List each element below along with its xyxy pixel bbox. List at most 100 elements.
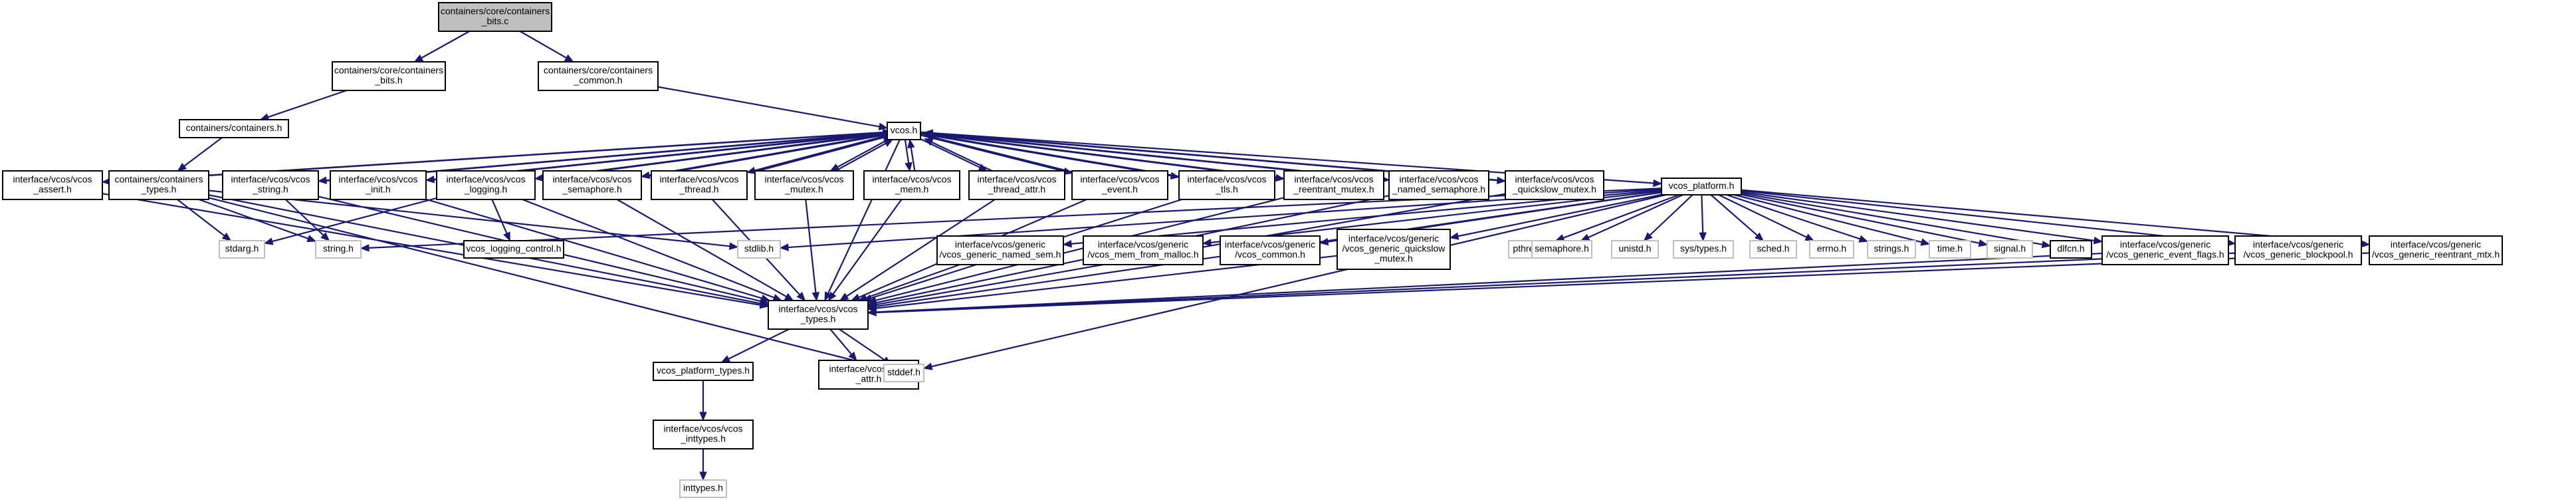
node-platform-h[interactable]: vcos_platform.h [1661, 178, 1742, 195]
node-thread-h[interactable]: interface/vcos/vcos_thread.h [651, 170, 748, 200]
node-common-h[interactable]: containers/core/containers_common.h [538, 61, 659, 91]
node-label: interface/vcos/vcos [1515, 174, 1594, 185]
node-containers-h[interactable]: containers/containers.h [179, 119, 289, 138]
node-init-h[interactable]: interface/vcos/vcos_init.h [330, 170, 427, 200]
node-label: signal.h [1994, 243, 2026, 254]
node-label: interface/vcos/generic [955, 239, 1045, 250]
edge-common_h-to-vcos_h [657, 86, 889, 130]
edge-types_h-to-platform_types_h [720, 328, 790, 363]
node-label: /vcos_generic_blockpool.h [2244, 249, 2353, 260]
node-label: interface/vcos/generic [2253, 239, 2343, 250]
node-gen-named-sem-h[interactable]: interface/vcos/generic/vcos_generic_name… [936, 235, 1064, 265]
node-vcos-h[interactable]: vcos.h [887, 122, 921, 140]
node-strings-h: strings.h [1867, 240, 1916, 259]
edge-root-to-bits_h [413, 31, 470, 62]
node-reentrant-h[interactable]: interface/vcos/vcos_reentrant_mutex.h [1283, 170, 1384, 200]
node-gen-quickslow-h[interactable]: interface/vcos/generic/vcos_generic_quic… [1337, 229, 1451, 270]
node-thread-attr-h[interactable]: interface/vcos/vcos_thread_attr.h [968, 170, 1065, 200]
node-label: interface/vcos/vcos [13, 174, 92, 185]
node-label: interface/vcos/vcos [663, 424, 742, 434]
node-label: _quickslow_mutex.h [1512, 184, 1596, 195]
node-label: unistd.h [1618, 243, 1651, 254]
node-tls-h[interactable]: interface/vcos/vcos_tls.h [1178, 170, 1275, 200]
node-ctypes-h[interactable]: containers/containers_types.h [108, 170, 209, 200]
edge-vcos_h-to-types_h [824, 139, 901, 302]
node-event-h[interactable]: interface/vcos/vcos_event.h [1071, 170, 1168, 200]
node-logging-control-h[interactable]: vcos_logging_control.h [463, 240, 564, 259]
node-label: sys/types.h [1680, 243, 1727, 254]
node-label: _string.h [252, 184, 288, 195]
edge-platform_h-to-signal_h [1741, 193, 1988, 247]
node-label: _named_semaphore.h [1392, 184, 1485, 195]
node-label: /vcos_generic_quickslow [1342, 243, 1446, 254]
node-gen-common-h[interactable]: interface/vcos/generic/vcos_common.h [1220, 235, 1321, 265]
node-label: containers/core/containers [441, 6, 550, 17]
node-label: strings.h [1874, 243, 1909, 254]
edge-platform_h-to-gen_quickslow_h [1449, 193, 1662, 240]
node-mem-h[interactable]: interface/vcos/vcos_mem.h [863, 170, 960, 200]
node-label: /vcos_generic_event_flags.h [2106, 249, 2224, 260]
node-label: _types.h [141, 184, 177, 195]
node-label: interface/vcos/vcos [552, 174, 631, 185]
node-label: time.h [1937, 243, 1963, 254]
node-label: _inttypes.h [680, 434, 726, 444]
node-types-h[interactable]: interface/vcos/vcos_types.h [768, 300, 869, 330]
node-label: interface/vcos/generic [2391, 239, 2481, 250]
node-string-h: string.h [315, 240, 362, 259]
node-stdlib-h: stdlib.h [737, 240, 781, 259]
node-gen-reentrant-h[interactable]: interface/vcos/generic/vcos_generic_reen… [2369, 235, 2503, 265]
node-systypes-h: sys/types.h [1673, 240, 1734, 259]
node-label: interface/vcos/vcos [1080, 174, 1159, 185]
edge-platform_h-to-dlfcn_h [1741, 192, 2052, 249]
edge-mem_h-to-vcos_h [907, 138, 916, 172]
node-label: /vcos_mem_from_malloc.h [1087, 249, 1198, 260]
node-mem-malloc-h[interactable]: interface/vcos/generic/vcos_mem_from_mal… [1083, 235, 1204, 265]
node-label: interface/vcos/generic [1098, 239, 1188, 250]
node-mutex-h[interactable]: interface/vcos/vcos_mutex.h [754, 170, 854, 200]
node-named-sem-h[interactable]: interface/vcos/vcos_named_semaphore.h [1388, 170, 1489, 200]
node-root[interactable]: containers/core/containers_bits.c [438, 2, 552, 32]
edge-assert_h-to-types_h [102, 193, 770, 309]
node-logging-h[interactable]: interface/vcos/vcos_logging.h [436, 170, 536, 200]
node-label: interface/vcos/vcos [764, 174, 843, 185]
edge-logging_h-to-logging_control_h [491, 199, 510, 242]
node-label: vcos_platform_types.h [657, 365, 750, 376]
node-label: stdarg.h [225, 243, 259, 254]
node-label: vcos_platform.h [1669, 180, 1735, 191]
node-label: _bits.c [481, 16, 508, 27]
node-label: containers/core/containers [544, 65, 653, 76]
node-label: vcos_logging_control.h [466, 243, 561, 254]
node-label: interface/vcos/vcos [977, 174, 1056, 185]
node-gen-blockpool-h[interactable]: interface/vcos/generic/vcos_generic_bloc… [2234, 235, 2362, 265]
node-dlfcn-h[interactable]: dlfcn.h [2050, 240, 2092, 259]
node-sched-h: sched.h [1749, 240, 1797, 259]
node-label: stdlib.h [744, 243, 774, 254]
node-label: _reentrant_mutex.h [1293, 184, 1374, 195]
node-unistd-h: unistd.h [1611, 240, 1659, 259]
node-label: interface/vcos/vcos [659, 174, 738, 185]
node-label: interface/vcos/vcos [1399, 174, 1478, 185]
node-bits-h[interactable]: containers/core/containers_bits.h [332, 61, 446, 91]
node-label: errno.h [1817, 243, 1846, 254]
node-platform-types-h[interactable]: vcos_platform_types.h [653, 362, 754, 381]
node-semaphore-vc[interactable]: interface/vcos/vcos_semaphore.h [542, 170, 642, 200]
node-label: interface/vcos/vcos [338, 174, 417, 185]
node-label: _tls.h [1215, 184, 1237, 195]
node-label: _init.h [365, 184, 390, 195]
edge-ctypes_h-to-stdarg_h [177, 199, 232, 241]
node-label: _semaphore.h [562, 184, 622, 195]
edge-mutex_h-to-types_h [805, 199, 820, 302]
node-label: containers/core/containers [334, 65, 443, 76]
node-inttypes-vc[interactable]: interface/vcos/vcos_inttypes.h [653, 420, 754, 449]
node-signal-h: signal.h [1986, 240, 2033, 259]
node-quickslow-h[interactable]: interface/vcos/vcos_quickslow_mutex.h [1505, 170, 1604, 200]
node-gen-event-flags-h[interactable]: interface/vcos/generic/vcos_generic_even… [2101, 235, 2229, 265]
node-label: _common.h [573, 75, 622, 86]
edge-init_h-to-types_h [425, 198, 771, 302]
node-label: _logging.h [464, 184, 508, 195]
node-assert-h[interactable]: interface/vcos/vcos_assert.h [2, 170, 103, 200]
node-string-vc[interactable]: interface/vcos/vcos_string.h [222, 170, 319, 200]
node-label: _thread.h [679, 184, 718, 195]
edge-platform_h-to-strings_h [1726, 193, 1869, 243]
node-label: dlfcn.h [2057, 243, 2084, 254]
